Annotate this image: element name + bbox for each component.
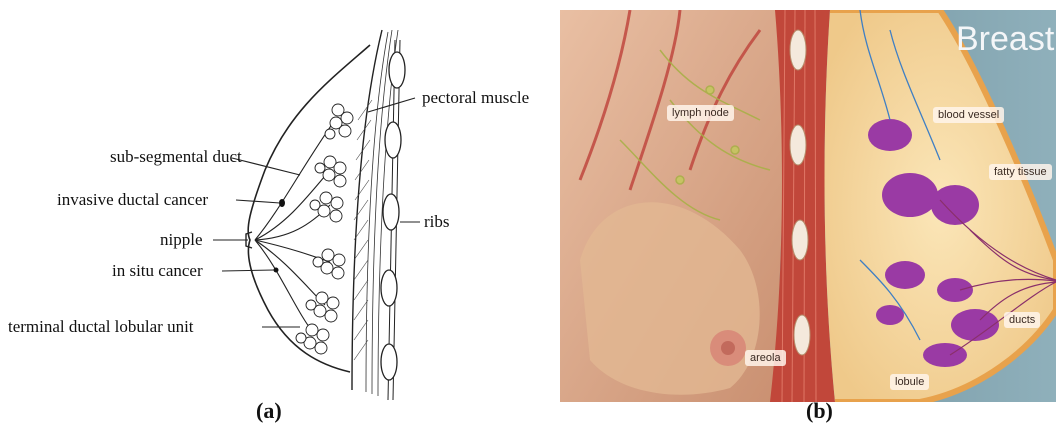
panel-b-illustration: Breast lymph node blood vessel fatty tis… — [560, 10, 1056, 402]
ribs-drawing — [381, 40, 405, 400]
label-fatty-tissue: fatty tissue — [989, 164, 1052, 180]
caption-a: (a) — [256, 398, 282, 424]
label-pectoral-muscle: pectoral muscle — [422, 88, 529, 108]
label-terminal-ductal-lobular-unit: terminal ductal lobular unit — [8, 317, 194, 337]
in-situ-cancer-marker — [274, 268, 279, 273]
panel-a-line-drawing: pectoral muscle sub-segmental duct invas… — [0, 0, 550, 432]
breast-anatomy-illustration — [560, 10, 1056, 402]
label-lobule: lobule — [890, 374, 929, 390]
label-blood-vessel: blood vessel — [933, 107, 1004, 123]
lobules-drawing — [296, 104, 353, 354]
illustration-title: Breast — [956, 20, 1054, 59]
label-nipple: nipple — [160, 230, 203, 250]
label-ribs: ribs — [424, 212, 450, 232]
label-areola: areola — [745, 350, 786, 366]
label-sub-segmental-duct: sub-segmental duct — [110, 147, 242, 167]
caption-b: (b) — [806, 398, 833, 424]
breast-cross-section-drawing — [0, 0, 550, 432]
label-ducts: ducts — [1004, 312, 1040, 328]
breast-outline — [248, 45, 370, 372]
label-in-situ-cancer: in situ cancer — [112, 261, 203, 281]
label-invasive-ductal-cancer: invasive ductal cancer — [57, 190, 208, 210]
label-lymph-node: lymph node — [667, 105, 734, 121]
